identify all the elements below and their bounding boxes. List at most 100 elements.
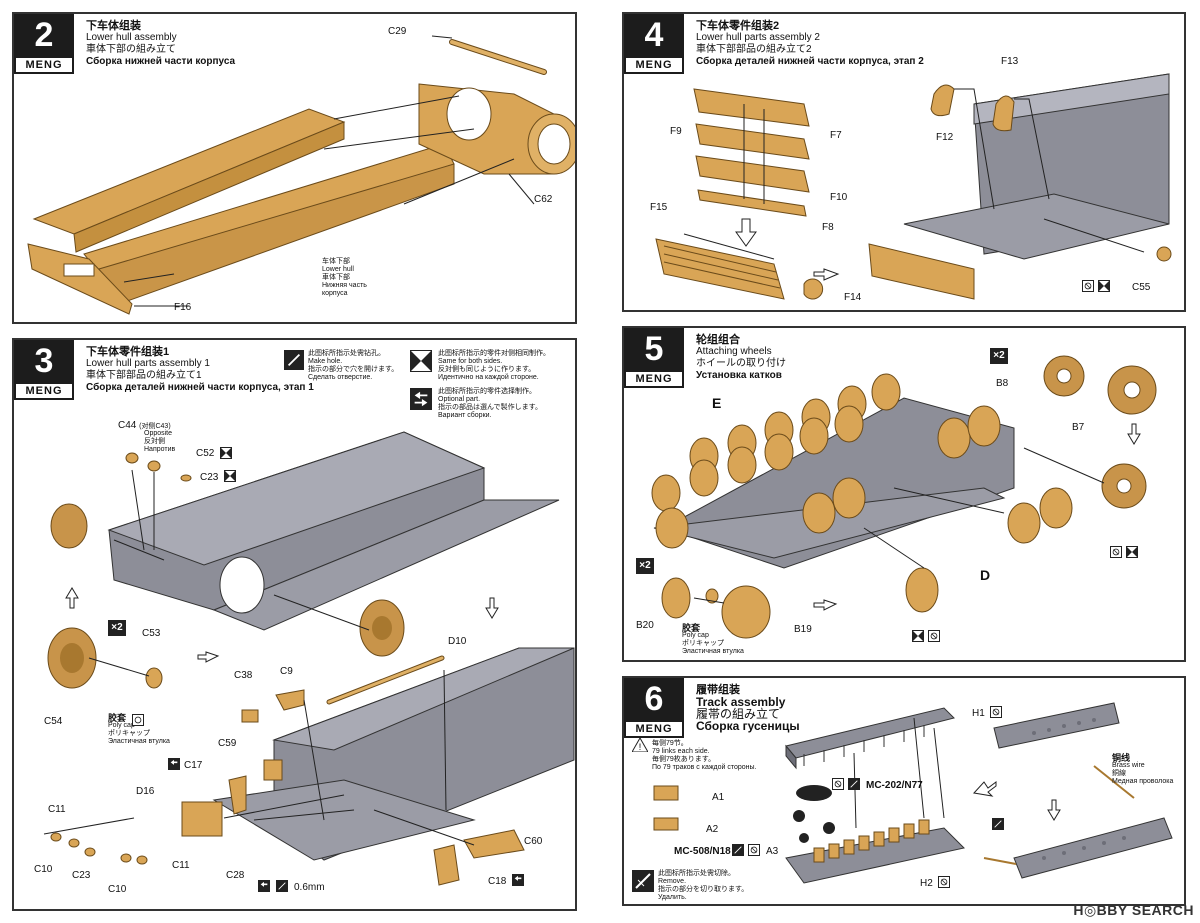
opposite-jp: 反対側 xyxy=(144,438,165,445)
step-title: 下车体零件组装1 Lower hull parts assembly 1 車体下… xyxy=(86,346,314,394)
optional-icon xyxy=(168,758,180,770)
parts-assembly-diagram xyxy=(655,73,1172,300)
cut-ru: Удалить. xyxy=(658,894,687,901)
cut-cn: 此图标所指示处需切除。 xyxy=(658,870,735,877)
polycap-cn: 胶套 xyxy=(108,713,127,723)
opposite-ru: Напротив xyxy=(144,446,176,453)
hull-label-jp: 車体下部 xyxy=(322,274,350,281)
part-label-f7: F7 xyxy=(830,130,842,141)
part-label-c59: C59 xyxy=(218,738,237,749)
part-label-f13: F13 xyxy=(1001,56,1019,67)
title-en: Lower hull parts assembly 2 xyxy=(696,32,820,43)
part-label-c11: C11 xyxy=(48,804,66,815)
part-label-h2: H2 xyxy=(920,878,933,889)
symmetric-icon xyxy=(410,350,432,372)
opposite-note: Opposite 反対側 Напротив xyxy=(144,430,175,454)
part-label-a3: A3 xyxy=(766,846,779,857)
title-cn: 下车体零件组装2 xyxy=(696,20,780,32)
symmetric-icon xyxy=(1126,546,1138,558)
part-label-f10: F10 xyxy=(830,192,848,203)
polycap-cn: 胶套 xyxy=(682,623,701,633)
title-jp: 車体下部部品の組み立て2 xyxy=(696,44,812,55)
step-badge: 2 MENG xyxy=(14,14,74,74)
step-number: 4 xyxy=(644,16,664,54)
part-label-e: E xyxy=(712,395,722,411)
drill-icon xyxy=(832,778,844,790)
brass-wire-note: 铜线 Brass wire 銅線 Медная проволока xyxy=(1112,754,1173,786)
part-label-c28: C28 xyxy=(226,870,245,881)
step-2-panel: 2 MENG 下车体组装 Lower hull assembly 車体下部の組み… xyxy=(12,12,577,324)
title-cn: 履带组装 xyxy=(696,684,740,696)
svg-text:!: ! xyxy=(639,742,642,752)
note-ru: По 79 траков с каждой стороны. xyxy=(652,764,757,771)
cut-icon xyxy=(732,844,744,856)
title-jp: ホイールの取り付け xyxy=(696,358,786,369)
lower-hull-diagram xyxy=(27,35,575,315)
title-jp: 車体下部の組み立て xyxy=(86,44,176,55)
wheel-assembly-diagram xyxy=(651,355,1157,639)
polycap-note: 胶套 Poly cap ポリキャップ Эластичная втулка xyxy=(108,714,170,746)
legend-text: Optional part. xyxy=(438,396,481,403)
part-label-c62: C62 xyxy=(534,194,553,205)
step-title: 履带组装 Track assembly 履帯の組み立て Сборка гусен… xyxy=(696,684,800,732)
step-3-panel: 3 MENG 下车体零件组装1 Lower hull parts assembl… xyxy=(12,338,577,911)
part-label-h1: H1 xyxy=(972,708,985,719)
part-label-b7: B7 xyxy=(1072,422,1085,433)
part-label-c53: C53 xyxy=(142,628,161,639)
symmetric-icon xyxy=(224,470,236,482)
optional-icon xyxy=(512,874,524,886)
part-label-b8: B8 xyxy=(996,378,1009,389)
c43-note: (对侧C43) xyxy=(139,423,171,430)
track-assembly-diagram xyxy=(653,702,1173,884)
title-cn: 下车体零件组装1 xyxy=(86,346,170,358)
optional-icon xyxy=(410,388,432,410)
title-ru: Сборка деталей нижней части корпуса, эта… xyxy=(86,382,314,393)
title-ru: Сборка гусеницы xyxy=(696,719,800,733)
legend-text: Make hole. xyxy=(308,358,343,365)
part-label-c23: C23 xyxy=(72,870,91,881)
wire-cn: 铜线 xyxy=(1112,753,1131,763)
part-label-c17: C17 xyxy=(184,760,203,771)
quantity-badge: ×2 xyxy=(636,558,654,574)
title-cn: 轮组组合 xyxy=(696,334,740,346)
part-label-mc202: MC-202/N77 xyxy=(866,780,923,791)
step-6-panel: 6 MENG 履带组装 Track assembly 履帯の組み立て Сборк… xyxy=(622,676,1186,906)
note-en: 79 links each side. xyxy=(652,748,710,755)
optional-icon xyxy=(258,880,270,892)
part-label-f15: F15 xyxy=(650,202,668,213)
part-label-d16: D16 xyxy=(136,786,155,797)
symmetric-icon xyxy=(1098,280,1110,292)
part-label-c60: C60 xyxy=(524,836,543,847)
polycap-ru: Эластичная втулка xyxy=(682,648,744,655)
part-label-a2: A2 xyxy=(706,824,719,835)
cut-icon xyxy=(848,778,860,790)
brand-logo: MENG xyxy=(626,372,682,386)
wire-ru: Медная проволока xyxy=(1112,778,1174,785)
legend-text: Вариант сборки. xyxy=(438,412,492,419)
part-label-f9: F9 xyxy=(670,126,682,137)
part-label-c11: C11 xyxy=(172,860,190,871)
legend-text: Same for both sides. xyxy=(438,358,503,365)
part-label-b19: B19 xyxy=(794,624,812,635)
polycap-jp: ポリキャップ xyxy=(682,640,724,647)
part-label-c10: C10 xyxy=(108,884,127,895)
hull-label: 车体下部 Lower hull 車体下部 Нижняя часть корпус… xyxy=(322,258,367,298)
legend-text: 此图标所指示的零件对侧相同制作。 xyxy=(438,350,550,357)
legend-text: Сделать отверстие. xyxy=(308,374,373,381)
legend-text: 指示の部品は選んで製作します。 xyxy=(438,404,542,411)
part-label-f14: F14 xyxy=(844,292,862,303)
part-label-c52: C52 xyxy=(196,448,215,459)
watermark: H◎BBY SEARCH xyxy=(1073,902,1194,918)
drill-icon xyxy=(928,630,940,642)
polycap-jp: ポリキャップ xyxy=(108,730,150,737)
opposite-en: Opposite xyxy=(144,430,173,437)
step-number: 2 xyxy=(34,16,54,54)
cut-jp: 指示の部分を切り取ります。 xyxy=(658,886,749,893)
polycap-en: Poly cap xyxy=(682,632,709,639)
cut-legend-icon xyxy=(632,870,654,892)
legend-optional: 此图标所指示的零件选择制作。 Optional part. 指示の部品は選んで製… xyxy=(438,388,542,420)
brand-logo: MENG xyxy=(16,58,72,72)
title-en: Lower hull parts assembly 1 xyxy=(86,358,210,369)
step-title: 下车体零件组装2 Lower hull parts assembly 2 車体下… xyxy=(696,20,924,68)
part-label-c10: C10 xyxy=(34,864,53,875)
